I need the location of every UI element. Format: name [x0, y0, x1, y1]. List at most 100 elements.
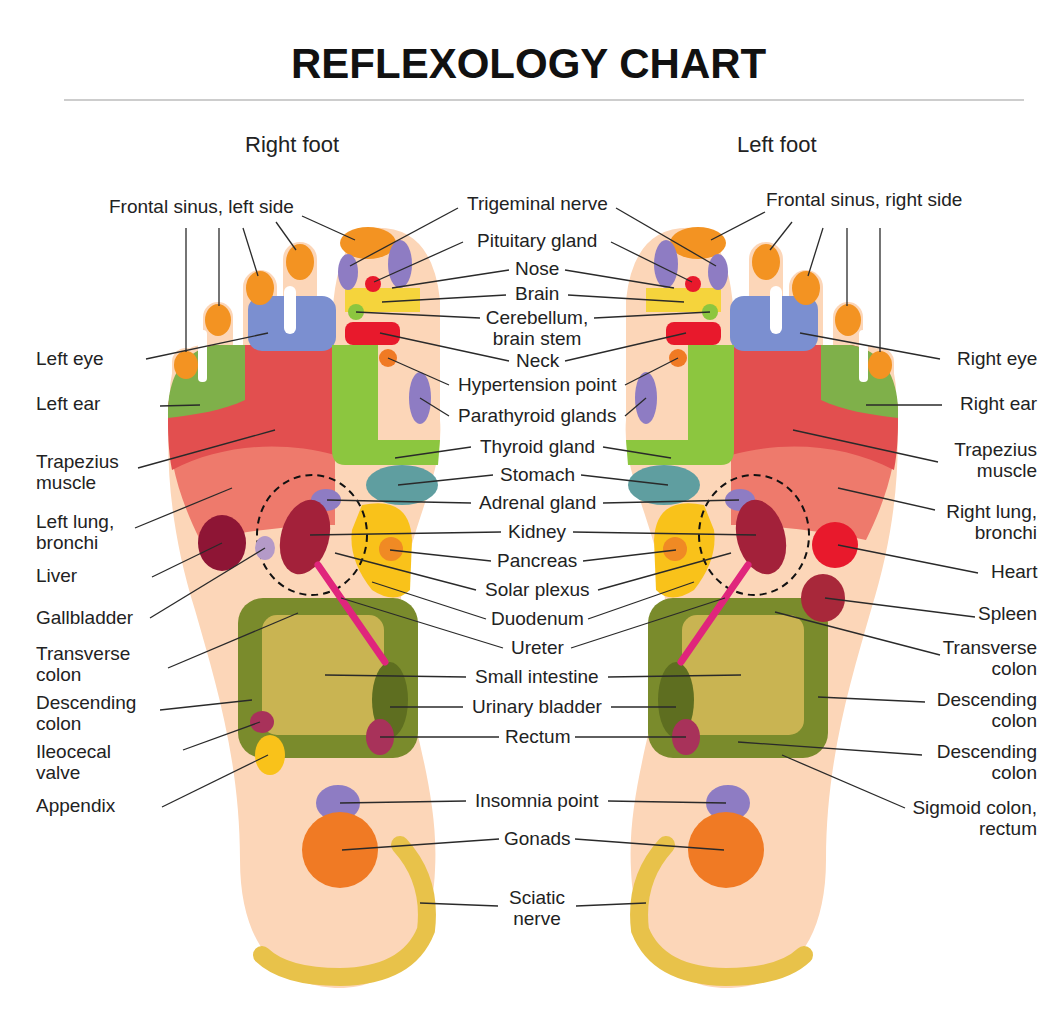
leader-line: [135, 488, 232, 528]
leader-line: [356, 312, 480, 318]
leader-line: [575, 736, 686, 737]
zone-label: Kidney: [508, 521, 566, 542]
leader-line: [168, 613, 298, 668]
leader-line: [611, 242, 692, 282]
zone-label: Urinary bladder: [472, 696, 602, 717]
leader-line: [575, 839, 724, 850]
leader-line: [325, 675, 466, 677]
foot-heading: Right foot: [245, 132, 339, 158]
foot-sole: [168, 228, 440, 988]
leader-line: [608, 801, 726, 803]
zone-label: Solar plexus: [485, 579, 590, 600]
leader-line: [398, 475, 493, 485]
chart-title: REFLEXOLOGY CHART: [291, 40, 766, 88]
zone-label: Adrenal gland: [479, 492, 596, 513]
leader-line: [350, 208, 458, 266]
leader-line: [340, 801, 466, 803]
leader-line: [152, 543, 222, 577]
leader-line: [420, 903, 498, 906]
leader-line: [162, 755, 268, 807]
leader-line: [160, 405, 200, 406]
zone-label: Frontal sinus, right side: [766, 189, 962, 210]
pituitary-zone: [365, 276, 381, 292]
leader-line: [770, 222, 792, 250]
leader-line: [818, 697, 925, 702]
leader-line: [838, 488, 935, 510]
kidney-zone: [272, 494, 338, 580]
zone-label: Ureter: [511, 637, 564, 658]
leader-line: [160, 700, 252, 710]
sinus-zone: [246, 271, 274, 305]
trigeminal-zone: [388, 240, 412, 288]
leader-line: [390, 550, 491, 561]
zone-label: Left eye: [36, 348, 104, 369]
leader-line: [568, 295, 684, 302]
zone-label: Hypertension point: [458, 374, 616, 395]
leader-line: [183, 722, 260, 750]
leader-line: [146, 333, 268, 359]
zone-label: Insomnia point: [475, 790, 599, 811]
leader-line: [243, 228, 258, 276]
zone-label: Descending colon: [927, 741, 1037, 783]
zone-label: Transverse colon: [932, 637, 1037, 679]
zone-label: Transverse colon: [36, 643, 141, 685]
sinus-zone: [174, 351, 198, 379]
leader-line: [625, 358, 678, 385]
leader-line: [573, 532, 756, 535]
zone-label: Descending colon: [36, 692, 146, 734]
thyroid-zone: [332, 345, 440, 465]
zone-label: Descending colon: [927, 689, 1037, 731]
leader-line: [335, 553, 476, 590]
leader-line: [793, 430, 938, 462]
zone-label: Ileocecal valve: [36, 741, 136, 783]
leader-line: [185, 228, 186, 352]
leader-line: [879, 228, 880, 352]
foot-drawing: [168, 227, 440, 988]
zone-label: Right eye: [957, 348, 1037, 369]
zone-label: Spleen: [978, 603, 1037, 624]
zone-label: Thyroid gland: [480, 436, 595, 457]
leader-line: [565, 270, 674, 288]
leader-line: [342, 839, 499, 850]
zone-label: Gallbladder: [36, 607, 133, 628]
zone-label: Nose: [515, 258, 559, 279]
leader-line: [808, 228, 823, 276]
leader-lines: [135, 208, 978, 906]
zone-label: Sigmoid colon, rectum: [897, 797, 1037, 839]
zone-label: Trapezius muscle: [36, 451, 136, 493]
zone-label: Trapezius muscle: [937, 439, 1037, 481]
zone-label: Trigeminal nerve: [467, 193, 608, 214]
leader-line: [310, 532, 501, 535]
leader-line: [341, 598, 503, 648]
leader-line: [395, 447, 471, 458]
leader-line: [583, 550, 676, 561]
zone-label: Heart: [991, 561, 1037, 582]
leader-line: [611, 706, 676, 707]
zone-label: Pancreas: [497, 550, 577, 571]
leader-line: [390, 706, 463, 707]
zone-label: Left lung, bronchi: [36, 511, 136, 553]
zone-label: Frontal sinus, left side: [109, 196, 294, 217]
spleen-zone: [801, 574, 845, 622]
zone-label: Liver: [36, 565, 77, 586]
leader-line: [603, 447, 671, 458]
leader-line: [616, 208, 716, 266]
ureter-zone: [318, 565, 385, 662]
leader-line: [571, 598, 725, 648]
sinus-zone: [205, 304, 231, 336]
heart-zone: [812, 522, 858, 568]
trigeminal-zone: [338, 254, 358, 290]
leader-line: [576, 903, 646, 906]
leader-line: [625, 398, 646, 416]
leader-line: [276, 222, 296, 250]
leader-line: [825, 598, 975, 617]
zone-label: Left ear: [36, 393, 100, 414]
zone-label: Pituitary gland: [477, 230, 597, 251]
toe-gap: [198, 330, 207, 382]
pancreas-zone: [351, 503, 412, 597]
foot-heading: Left foot: [737, 132, 817, 158]
zone-label: Cerebellum, brain stem: [472, 307, 602, 349]
leader-line: [594, 312, 710, 318]
ileocecal-zone: [250, 711, 274, 733]
